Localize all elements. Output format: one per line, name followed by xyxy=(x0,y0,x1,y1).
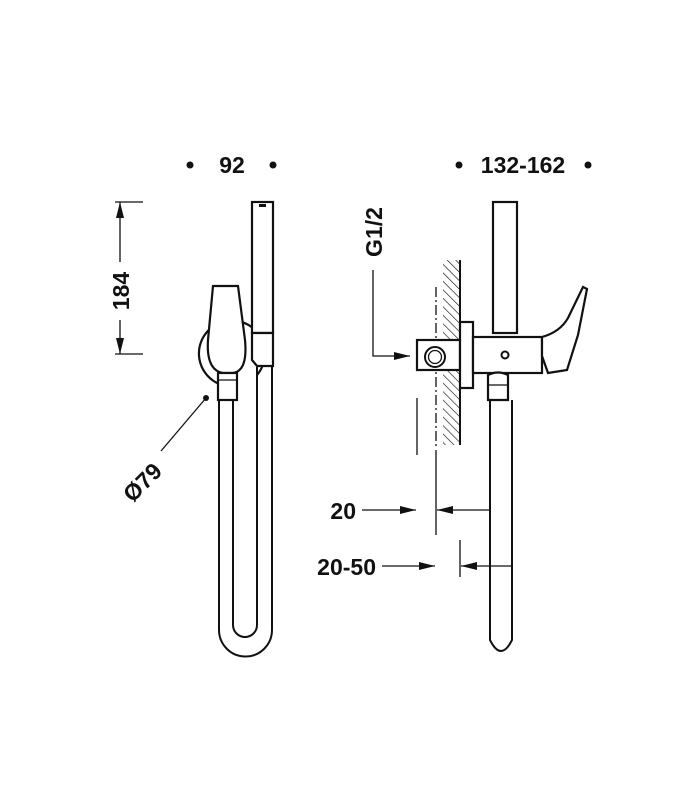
width-label: 132-162 xyxy=(481,152,565,178)
wall-plate xyxy=(458,320,475,390)
front-view-fixture xyxy=(415,200,589,652)
offset-dimension-20: 20 xyxy=(330,398,490,535)
diameter-dimension: Ø79 xyxy=(118,395,209,507)
front-view: 132-162 G1/2 20 xyxy=(317,152,592,652)
hand-shower xyxy=(250,200,275,335)
hose-outer xyxy=(218,367,273,658)
wall-range-label: 20-50 xyxy=(317,554,376,580)
hose-inner xyxy=(232,367,258,638)
hose xyxy=(489,400,513,652)
width-dimension-132-162: 132-162 xyxy=(455,152,592,178)
thread-label: G1/2 xyxy=(361,207,387,257)
diameter-label: Ø79 xyxy=(118,458,167,507)
width-dimension-92: 92 xyxy=(186,152,277,178)
width-label: 92 xyxy=(219,152,245,178)
height-label: 184 xyxy=(108,272,134,311)
hand-shower xyxy=(491,200,519,335)
offset-label: 20 xyxy=(330,498,356,524)
hose-nut xyxy=(216,371,239,402)
wall-range-dimension-20-50: 20-50 xyxy=(317,540,513,580)
side-view-fixture xyxy=(197,200,275,658)
lever-handle xyxy=(540,285,589,375)
dimension-dot xyxy=(269,161,277,169)
side-view: 92 184 Ø79 xyxy=(108,152,277,658)
hose-nut xyxy=(486,371,510,402)
dimension-dot xyxy=(186,161,194,169)
thread-callout: G1/2 xyxy=(361,207,410,360)
holder-bracket xyxy=(250,331,275,368)
height-dimension-184: 184 xyxy=(108,201,143,355)
lever-handle xyxy=(206,284,247,375)
